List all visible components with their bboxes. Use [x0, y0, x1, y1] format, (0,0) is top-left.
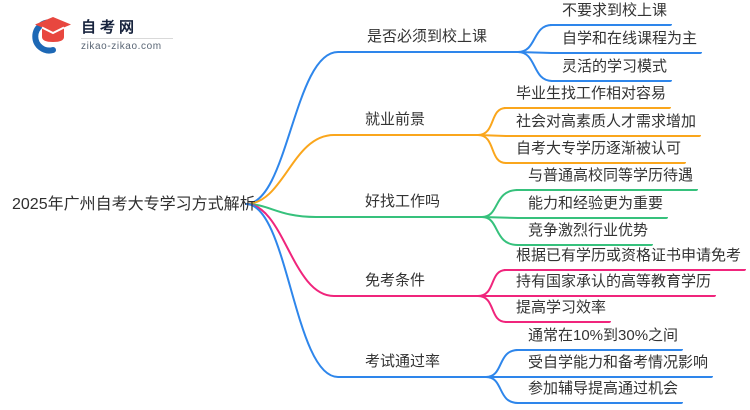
leaf-node: 持有国家承认的高等教育学历	[504, 272, 717, 297]
leaf-node: 通常在10%到30%之间	[516, 326, 684, 351]
graduation-cap-icon	[28, 16, 74, 56]
leaf-node: 自学和在线课程为主	[550, 29, 703, 54]
branch-lines-1	[245, 24, 553, 205]
leaf-node: 提高学习效率	[504, 298, 612, 323]
leaf-node: 毕业生找工作相对容易	[504, 84, 672, 109]
branch-node-job-prospects: 就业前景	[365, 111, 426, 128]
leaf-node: 根据已有学历或资格证书申请免考	[504, 246, 747, 271]
leaf-node: 能力和经验更为重要	[516, 194, 669, 219]
branch-node-exam-exemption: 免考条件	[365, 272, 426, 289]
logo-divider	[81, 38, 173, 39]
branch-lines-2	[245, 107, 507, 205]
logo-text-block: 自考网 zikao-zikao.com	[81, 19, 173, 53]
site-name: 自考网	[81, 19, 139, 36]
central-topic: 2025年广州自考大专学习方式解析	[12, 196, 256, 213]
branch-lines-4	[245, 203, 507, 323]
branch-lines-5	[245, 203, 519, 404]
leaf-node: 社会对高素质人才需求增加	[504, 112, 702, 137]
leaf-node: 与普通高校同等学历待遇	[516, 166, 699, 191]
leaf-node: 灵活的学习模式	[550, 57, 673, 82]
leaf-node: 受自学能力和备考情况影响	[516, 353, 714, 378]
leaf-node: 不要求到校上课	[550, 1, 673, 26]
site-logo[interactable]: 自考网 zikao-zikao.com	[28, 16, 173, 56]
branch-node-easy-to-find-work: 好找工作吗	[365, 193, 441, 210]
branch-node-school-attendance: 是否必须到校上课	[367, 28, 488, 45]
leaf-node: 自考大专学历逐渐被认可	[504, 139, 687, 164]
branch-node-pass-rate: 考试通过率	[365, 353, 441, 370]
leaf-node: 竞争激烈行业优势	[516, 221, 654, 246]
leaf-node: 参加辅导提高通过机会	[516, 379, 684, 404]
site-url: zikao-zikao.com	[81, 41, 162, 52]
